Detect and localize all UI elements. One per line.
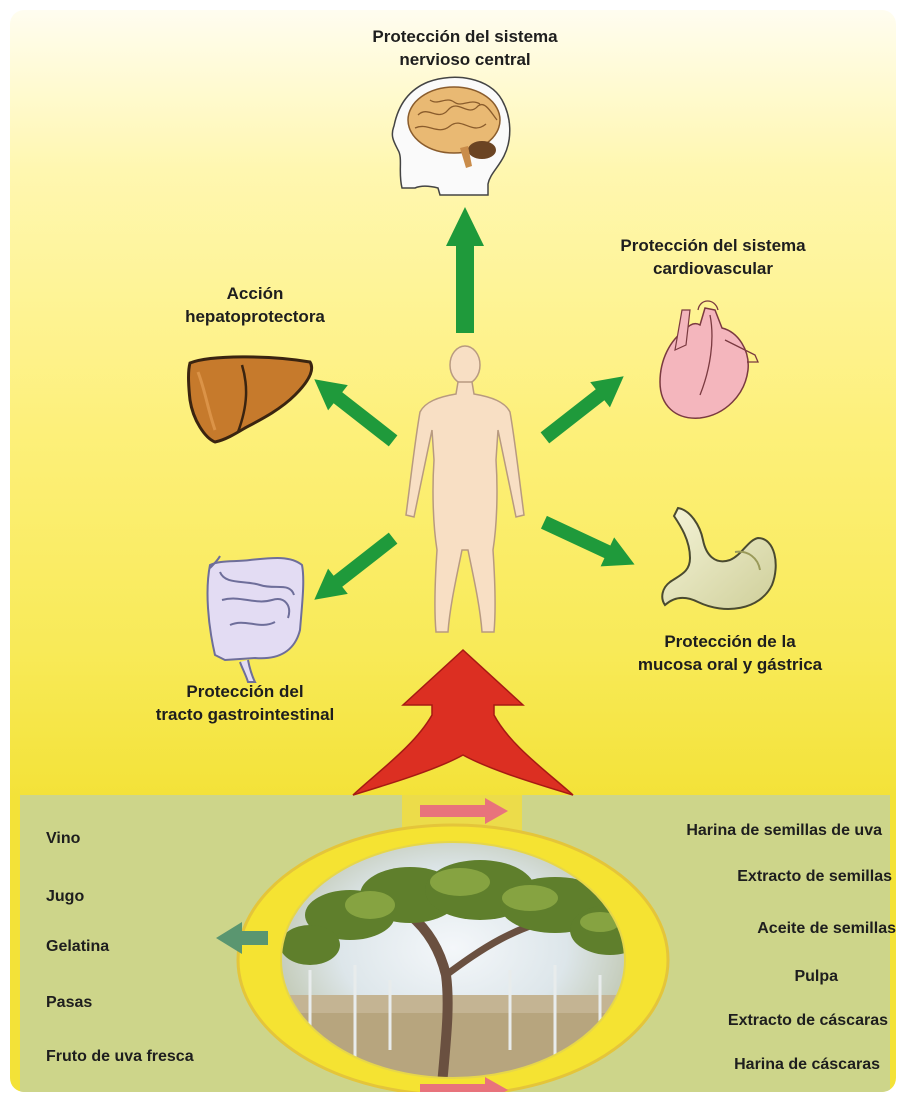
- product-right-item: Aceite de semillas: [757, 920, 896, 938]
- label-brain: Protección del sistema nervioso central: [345, 25, 585, 71]
- heart-icon: [660, 301, 758, 418]
- green-arrow-lower-left: [304, 526, 403, 613]
- product-left-item: Jugo: [46, 888, 84, 906]
- label-liver: Acción hepatoprotectora: [160, 282, 350, 328]
- product-right-item: Harina de cáscaras: [734, 1056, 880, 1074]
- label-stomach: Protección de la mucosa oral y gástrica: [615, 630, 845, 676]
- label-brain-line2: nervioso central: [345, 48, 585, 71]
- label-liver-line2: hepatoprotectora: [160, 305, 350, 328]
- intestine-icon: [208, 556, 304, 682]
- brain-icon: [392, 77, 509, 195]
- product-left-item: Fruto de uva fresca: [46, 1048, 194, 1066]
- product-right-item: Extracto de cáscaras: [728, 1012, 888, 1030]
- label-intestine-line1: Protección del: [125, 680, 365, 703]
- stomach-icon: [662, 508, 775, 609]
- human-body-figure: [406, 346, 524, 632]
- label-stomach-line2: mucosa oral y gástrica: [615, 653, 845, 676]
- label-heart: Protección del sistema cardiovascular: [593, 234, 833, 280]
- label-liver-line1: Acción: [160, 282, 350, 305]
- label-brain-line1: Protección del sistema: [345, 25, 585, 48]
- liver-icon: [189, 357, 312, 442]
- green-arrow-lower-right: [537, 508, 641, 579]
- product-left-item: Gelatina: [46, 938, 109, 956]
- green-arrow-upper-right: [535, 364, 634, 451]
- product-right-item: Extracto de semillas: [737, 868, 892, 886]
- green-arrow-up: [446, 207, 484, 333]
- label-intestine-line2: tracto gastrointestinal: [125, 703, 365, 726]
- product-right-item: Harina de semillas de uva: [686, 822, 882, 840]
- label-stomach-line1: Protección de la: [615, 630, 845, 653]
- label-heart-line1: Protección del sistema: [593, 234, 833, 257]
- label-intestine: Protección del tracto gastrointestinal: [125, 680, 365, 726]
- diagram-frame: Protección del sistema nervioso central …: [10, 10, 896, 1092]
- green-arrow-upper-left: [304, 367, 403, 454]
- product-left-item: Vino: [46, 830, 80, 848]
- product-left-item: Pasas: [46, 994, 92, 1012]
- label-heart-line2: cardiovascular: [593, 257, 833, 280]
- red-up-arrow: [353, 650, 573, 795]
- product-right-item: Pulpa: [794, 968, 838, 986]
